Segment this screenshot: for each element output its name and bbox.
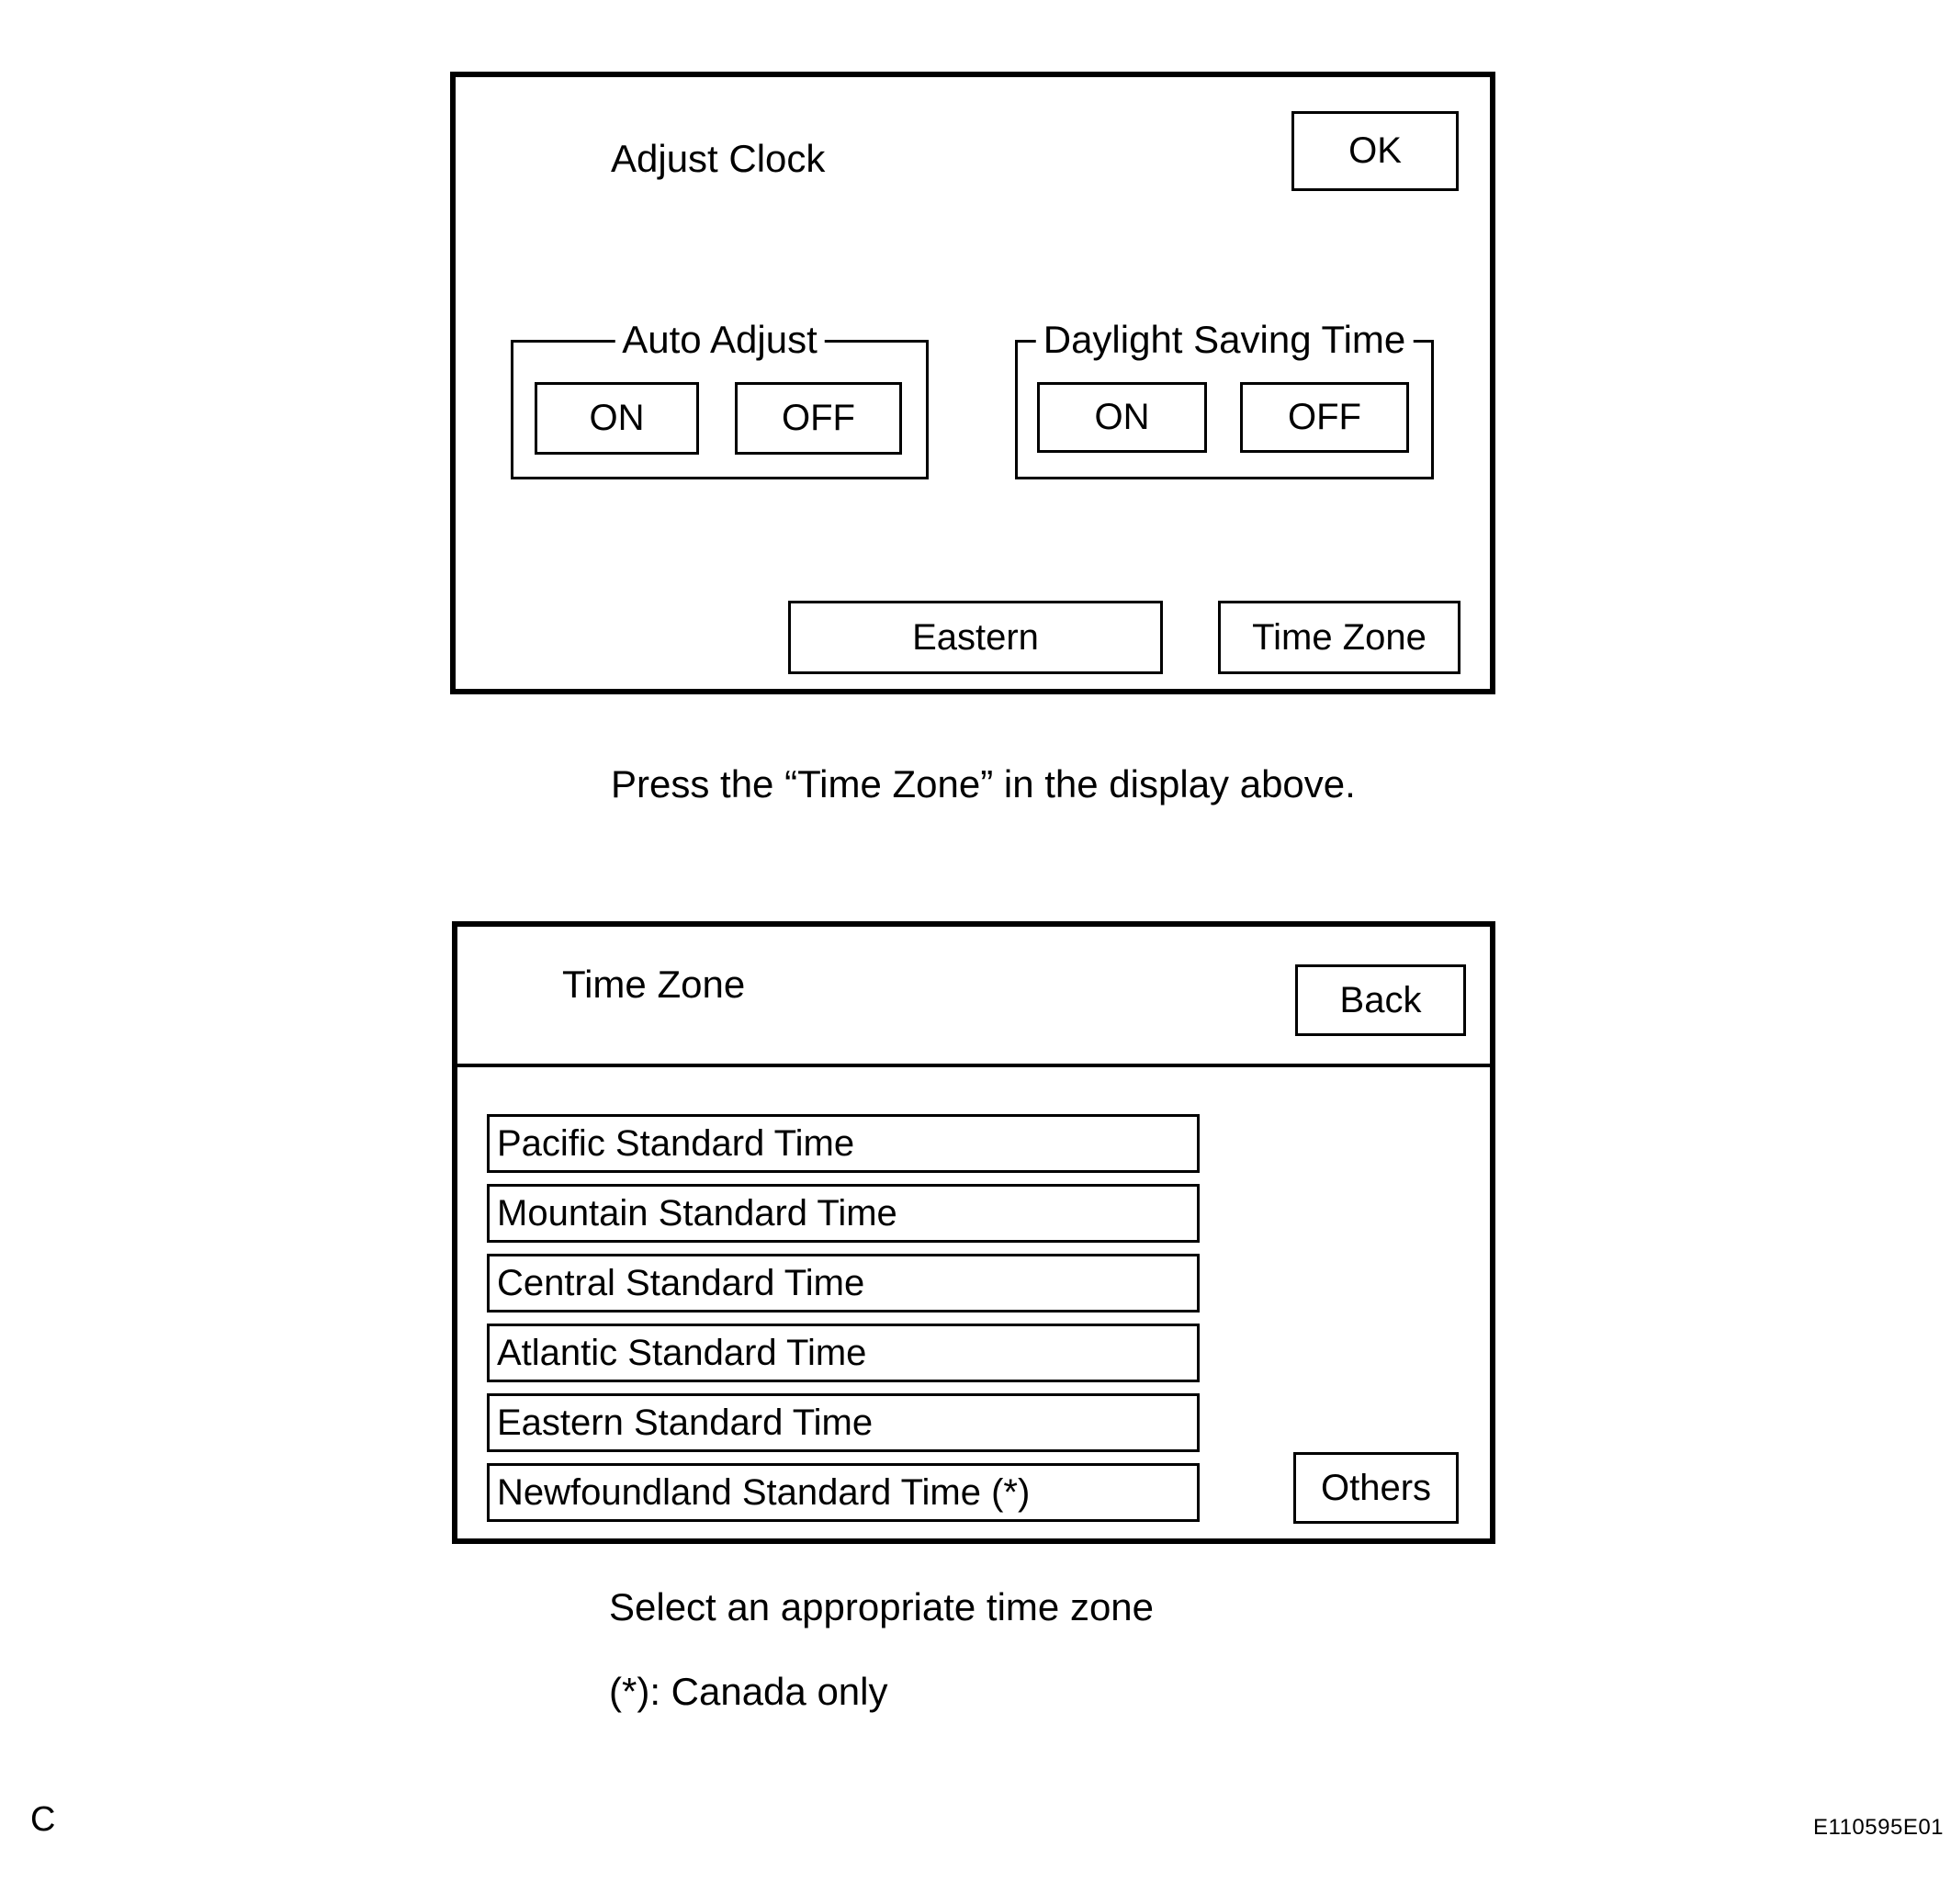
time-zone-button[interactable]: Time Zone (1218, 601, 1460, 674)
adjust-clock-title: Adjust Clock (611, 137, 826, 180)
auto-adjust-off-button[interactable]: OFF (735, 382, 902, 455)
zone-item-pacific[interactable]: Pacific Standard Time (487, 1114, 1200, 1173)
zone-item-central[interactable]: Central Standard Time (487, 1254, 1200, 1313)
back-button[interactable]: Back (1295, 964, 1466, 1036)
zone-item-eastern[interactable]: Eastern Standard Time (487, 1393, 1200, 1452)
daylight-saving-on-button[interactable]: ON (1037, 382, 1207, 453)
zone-item-atlantic[interactable]: Atlantic Standard Time (487, 1324, 1200, 1382)
others-button[interactable]: Others (1293, 1452, 1459, 1524)
auto-adjust-on-button[interactable]: ON (535, 382, 699, 455)
page-letter: C (30, 1800, 56, 1839)
adjust-clock-screen: Adjust Clock OK Auto Adjust ON OFF Dayli… (450, 72, 1495, 694)
caption-select-zone: Select an appropriate time zone (609, 1585, 1155, 1628)
caption-canada-note: (*): Canada only (609, 1670, 888, 1713)
timezone-value-display: Eastern (788, 601, 1163, 674)
caption-press-time-zone: Press the “Time Zone” in the display abo… (611, 762, 1356, 806)
header-divider (457, 1064, 1490, 1067)
zone-item-newfoundland[interactable]: Newfoundland Standard Time (*) (487, 1463, 1200, 1522)
auto-adjust-label: Auto Adjust (615, 319, 825, 361)
time-zone-title: Time Zone (562, 963, 746, 1006)
zone-item-mountain[interactable]: Mountain Standard Time (487, 1184, 1200, 1243)
daylight-saving-group: Daylight Saving Time ON OFF (1015, 319, 1434, 479)
figure-code: E110595E01 (1813, 1815, 1945, 1840)
ok-button[interactable]: OK (1291, 111, 1459, 191)
time-zone-screen: Time Zone Back Pacific Standard Time Mou… (452, 921, 1495, 1544)
daylight-saving-off-button[interactable]: OFF (1240, 382, 1409, 453)
auto-adjust-group: Auto Adjust ON OFF (511, 319, 929, 479)
daylight-saving-label: Daylight Saving Time (1035, 319, 1414, 361)
